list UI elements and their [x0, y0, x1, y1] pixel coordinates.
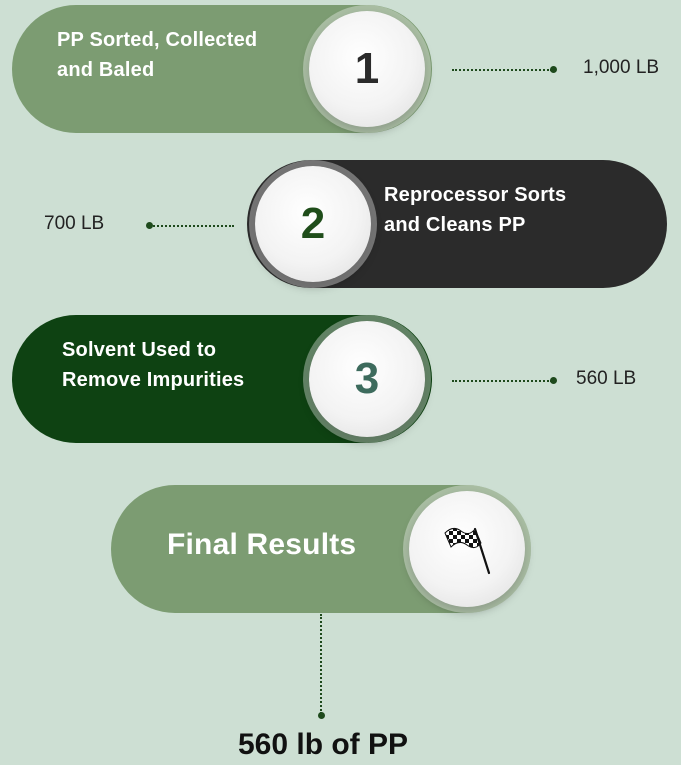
step-2-number: 2 [300, 199, 326, 248]
final-result-value: 560 lb of PP [237, 728, 409, 761]
final-connector-dot [317, 712, 325, 719]
step-2-circle: 2 [255, 166, 371, 282]
step-2-label-line-1: Reprocessor Sorts [384, 184, 567, 206]
step-2-label-line-2: and Cleans PP [384, 214, 526, 236]
step-3-label-line-2: Remove Impurities [62, 369, 245, 391]
step-3-circle: 3 [309, 321, 425, 437]
step-2-label: Reprocessor Sorts and Cleans PP [384, 180, 566, 240]
step-1-label-line-2: and Baled [57, 59, 155, 81]
checkered-flag-icon [444, 527, 491, 575]
step-2-value: 700 LB [44, 213, 105, 234]
final-results-circle [409, 491, 525, 607]
step-1-number: 1 [354, 44, 380, 93]
final-connector-line [320, 614, 322, 714]
step-3-number: 3 [354, 354, 380, 403]
step-3-label: Solvent Used to Remove Impurities [62, 335, 244, 395]
step-3-value: 560 LB [576, 368, 637, 389]
step-1-circle: 1 [309, 11, 425, 127]
step-1-value: 1,000 LB [583, 57, 660, 78]
final-results-title: Final Results [167, 528, 357, 561]
step-3-label-line-1: Solvent Used to [62, 339, 217, 361]
step-1-label-line-1: PP Sorted, Collected [57, 29, 258, 51]
step-1-label: PP Sorted, Collected and Baled [57, 25, 257, 85]
